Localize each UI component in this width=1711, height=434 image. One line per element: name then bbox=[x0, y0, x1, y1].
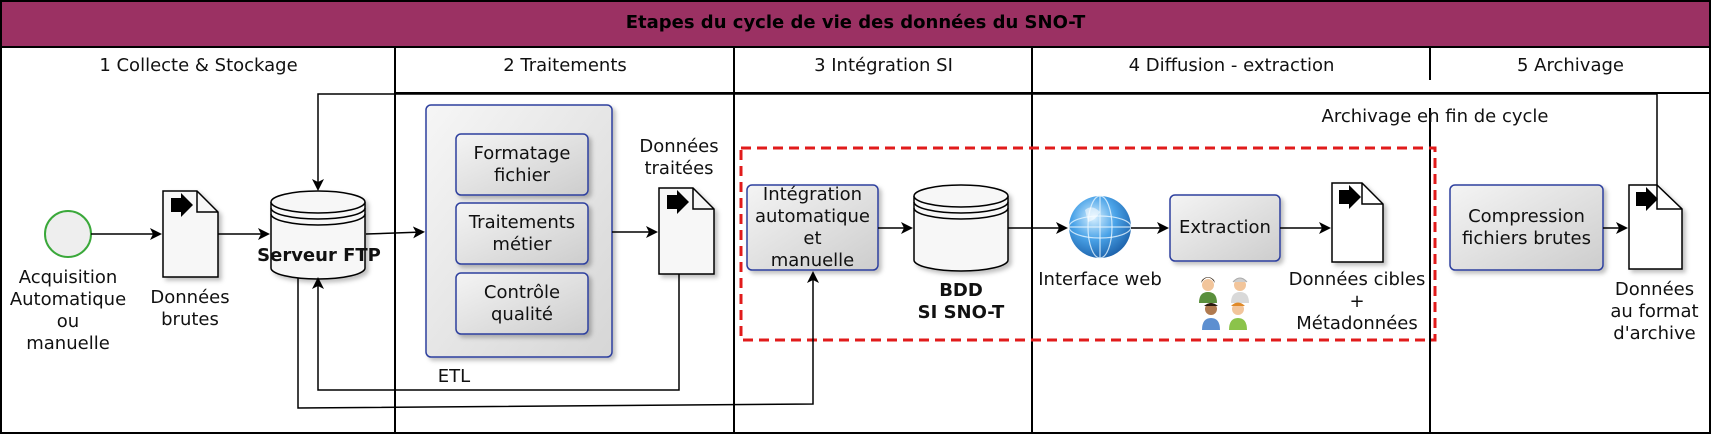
target-data-label: Données cibles + Métadonnées bbox=[1288, 269, 1426, 334]
etl-label: ETL bbox=[437, 366, 471, 387]
integration-highlight-frame bbox=[739, 146, 1437, 342]
file-format-box[interactable] bbox=[455, 133, 589, 196]
ftp-server-label: Serveur FTP bbox=[257, 245, 381, 266]
ftp-server-cylinder bbox=[270, 190, 366, 280]
integration-label: Intégration automatique et manuelle bbox=[754, 183, 871, 271]
database-cylinder-icon bbox=[913, 184, 1009, 272]
acquisition-label: Acquisition Automatique ou manuelle bbox=[9, 267, 127, 354]
header-bar bbox=[0, 0, 1711, 48]
archive-data-label: Données au format d'archive bbox=[1610, 279, 1699, 344]
document-icon bbox=[1331, 182, 1384, 263]
document-icon bbox=[658, 187, 715, 275]
lane-title-processing: 2 Traitements bbox=[503, 55, 627, 76]
globe-icon bbox=[1068, 195, 1132, 259]
raw-data-label: Données brutes bbox=[150, 287, 230, 330]
lane-title-diffusion: 4 Diffusion - extraction bbox=[1128, 55, 1335, 76]
compression-label: Compression fichiers brutes bbox=[1462, 205, 1591, 249]
business-processing-label: Traitements métier bbox=[468, 211, 576, 255]
extraction-label: Extraction bbox=[1179, 217, 1271, 238]
web-interface-label: Interface web bbox=[1038, 269, 1162, 290]
document-icon bbox=[1628, 184, 1683, 270]
users-group-icon bbox=[1199, 277, 1249, 330]
start-event-circle bbox=[44, 210, 92, 258]
quality-control-label: Contrôle qualité bbox=[483, 281, 561, 325]
quality-control-box[interactable] bbox=[455, 272, 589, 335]
outer-frame bbox=[0, 46, 1711, 434]
lane-title-archiving: 5 Archivage bbox=[1517, 55, 1624, 76]
lane-title-integration: 3 Intégration SI bbox=[814, 55, 953, 76]
diagram-title: Etapes du cycle de vie des données du SN… bbox=[625, 12, 1086, 33]
database-label: BDD SI SNO-T bbox=[917, 280, 1005, 323]
business-processing-box[interactable] bbox=[455, 202, 589, 265]
document-icon bbox=[162, 190, 219, 278]
lane-title-collect-storage: 1 Collecte & Stockage bbox=[99, 55, 298, 76]
file-format-label: Formatage fichier bbox=[473, 142, 571, 186]
connectors bbox=[91, 93, 1658, 409]
archive-end-of-cycle-label: Archivage en fin de cycle bbox=[1321, 106, 1549, 127]
processed-data-label: Données traitées bbox=[639, 136, 719, 179]
